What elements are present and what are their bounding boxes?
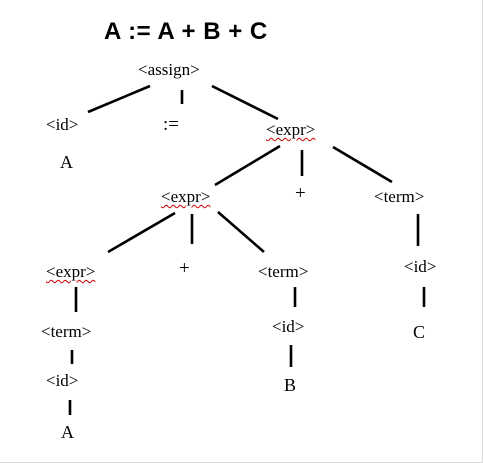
node-term-low: <term> (41, 322, 92, 341)
node-plus-top: + (295, 183, 306, 204)
node-id-top: <id> (46, 115, 79, 134)
node-id-low: <id> (46, 371, 79, 390)
node-expr-low: <expr> (46, 262, 96, 281)
node-assign: <assign> (138, 60, 200, 79)
node-plus-mid: + (179, 258, 190, 279)
node-id-mid: <id> (272, 317, 305, 336)
node-term-right: <term> (374, 187, 425, 206)
node-id-right: <id> (404, 257, 437, 276)
diagram-title: A := A + B + C (104, 18, 268, 45)
leaf-a-bottom: A (61, 422, 74, 442)
edge-assign-id (87, 84, 151, 114)
edge-expr-mid-term (217, 211, 265, 253)
edge-assign-expr (211, 84, 279, 121)
node-expr-mid: <expr> (161, 187, 211, 206)
node-term-mid: <term> (258, 262, 309, 281)
edge-expr-mid-expr-low (107, 211, 176, 254)
edge-expr-top-expr-mid (214, 144, 281, 187)
leaf-b: B (284, 375, 297, 395)
leaf-c: C (413, 322, 426, 342)
node-expr-top: <expr> (266, 120, 316, 139)
node-assign-op: := (163, 114, 179, 135)
edge-expr-top-term (332, 145, 393, 184)
leaf-a-top: A (60, 152, 73, 172)
